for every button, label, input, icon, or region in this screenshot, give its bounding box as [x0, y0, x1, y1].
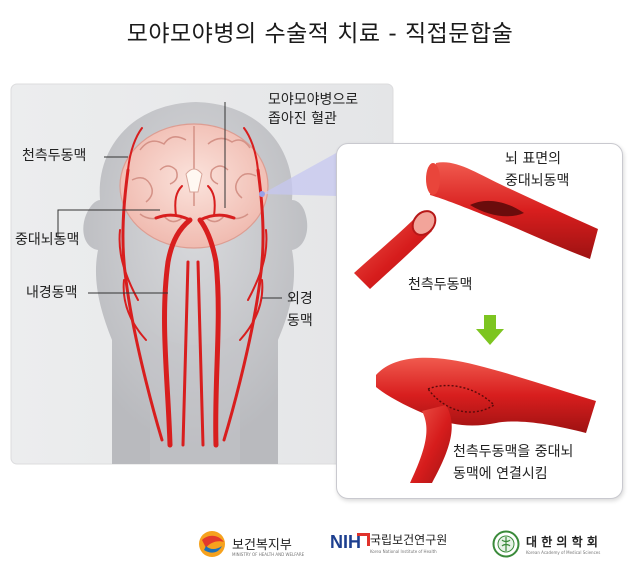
- label-sta-detail: 천측두동맥: [408, 277, 473, 293]
- mohw-logo: [198, 530, 226, 558]
- label-brain-surface-2: 중대뇌동맥: [505, 173, 570, 189]
- kams-sub: Korean Academy of Medical Sciences: [526, 550, 601, 555]
- mohw-sub: MINISTRY OF HEALTH AND WELFARE: [232, 552, 305, 557]
- brain-folds: [131, 126, 257, 223]
- label-result-1: 천측두동맥을 중대뇌: [453, 444, 574, 460]
- nih-accent-icon: [357, 533, 370, 546]
- page-title: 모야모야병의 수술적 치료 - 직접문합술: [126, 21, 514, 47]
- mca-vessel: [426, 162, 598, 259]
- mohw-name: 보건복지부: [232, 538, 292, 553]
- kams-name: 대 한 의 학 회: [526, 535, 598, 549]
- artery-network: [118, 127, 268, 448]
- label-narrowed-vessel-1: 모야모야병으로: [268, 92, 359, 108]
- nih-sub: Korea National Institute of Health: [370, 549, 437, 554]
- label-result-2: 동맥에 연결시킴: [453, 466, 548, 482]
- nih-mark: NIH: [330, 532, 361, 552]
- label-narrowed-vessel-2: 좁아진 혈관: [268, 111, 337, 127]
- sta-vessel: [354, 210, 437, 289]
- label-external-carotid-2: 동맥: [287, 313, 313, 329]
- anastomosis-illustration: [354, 162, 598, 483]
- label-internal-carotid-artery: 내경동맥: [26, 285, 78, 301]
- arrow-down-icon: [476, 315, 504, 345]
- zoom-target: [259, 191, 265, 197]
- zoom-beam: [262, 152, 338, 196]
- label-external-carotid-1: 외경: [287, 291, 313, 307]
- label-leaders: [57, 102, 282, 299]
- nih-name: 국립보건연구원: [370, 533, 448, 547]
- ventricle: [185, 168, 203, 193]
- kams-seal-icon: [492, 530, 520, 558]
- joined-vessels: [376, 357, 596, 483]
- label-superficial-temporal-artery: 천측두동맥: [22, 148, 87, 164]
- label-middle-cerebral-artery: 중대뇌동맥: [15, 232, 80, 248]
- label-brain-surface-1: 뇌 표면의: [505, 151, 561, 167]
